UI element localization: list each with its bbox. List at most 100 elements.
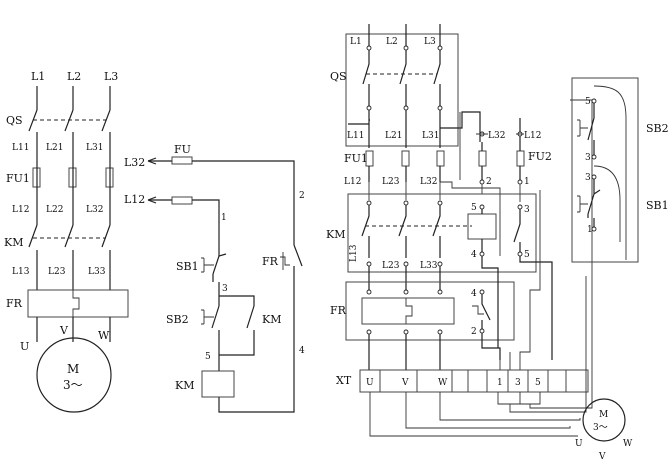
fuse-out-label-l32: L32 <box>86 205 103 215</box>
fr-label: FR <box>6 297 23 310</box>
wiring-fuse-out-l23: L23 <box>382 177 400 187</box>
fu1-label: FU1 <box>6 172 30 185</box>
wiring-motor-spec: 3～ <box>593 423 608 433</box>
wiring-xt-outgoing <box>369 392 581 437</box>
phase-label-l2: L2 <box>67 70 81 83</box>
wiring-km-label: KM <box>326 228 345 241</box>
wiring-ctrl-node-2: 2 <box>486 177 492 187</box>
phase-label-l1: L1 <box>31 70 45 83</box>
wiring-km-enclosure <box>347 193 537 273</box>
qs-isolator-switch <box>28 109 111 132</box>
coil-label: KM <box>175 379 194 392</box>
wiring-fr-contact <box>481 294 491 329</box>
station-sb1 <box>577 179 601 227</box>
sb1-label: SB1 <box>176 260 199 273</box>
control-fuse-fu <box>171 156 193 165</box>
control-fuse-2 <box>171 196 193 205</box>
qs-enclosure <box>345 33 459 147</box>
wiring-ctrl-feeds <box>348 111 521 142</box>
button-station <box>571 77 639 263</box>
xt-cell-u: U <box>366 378 374 388</box>
wiring-fuse-out-l12: L12 <box>344 177 361 187</box>
wiring-out-l12: L12 <box>524 131 541 141</box>
wiring-out-l31: L31 <box>422 131 439 141</box>
wiring-fr-element <box>361 297 455 325</box>
wiring-fr-node-2: 2 <box>471 327 477 337</box>
line-out-label-l31: L31 <box>86 143 103 153</box>
km-holding-label: KM <box>262 313 281 326</box>
sb2-start-button <box>201 305 220 329</box>
feed-label-l32: L32 <box>124 156 145 169</box>
wire-l32 <box>148 160 295 245</box>
xt-cell-3: 3 <box>515 378 521 388</box>
wiring-km-node-3: 3 <box>524 205 530 215</box>
wiring-out-l21: L21 <box>385 131 402 141</box>
motor-term-u: U <box>20 340 29 353</box>
wiring-phase-l1: L1 <box>350 37 362 47</box>
wiring-fu2-label: FU2 <box>528 150 552 163</box>
wiring-km-node-4: 4 <box>471 250 477 260</box>
phase-lines <box>36 86 111 290</box>
km-out-label-l23: L23 <box>48 267 66 277</box>
station-sb2 <box>577 103 595 155</box>
line-out-label-l21: L21 <box>46 143 63 153</box>
xt-cell-w: W <box>438 378 448 388</box>
xt-terminal-block <box>359 369 589 393</box>
station-node-5: 5 <box>585 97 591 107</box>
wiring-motor-v: V <box>598 452 606 462</box>
line-out-label-l11: L11 <box>12 143 29 153</box>
km-out-label-l13: L13 <box>12 267 30 277</box>
wiring-km-contacts <box>361 205 441 258</box>
wiring-fr-label: FR <box>330 304 347 317</box>
wiring-out-l11: L11 <box>347 131 364 141</box>
qs-label: QS <box>6 114 23 127</box>
station-node-1: 1 <box>587 225 593 235</box>
wiring-fu1-label: FU1 <box>344 152 368 165</box>
xt-cell-5: 5 <box>535 378 541 388</box>
fu1-fuses <box>32 162 114 190</box>
station-sb2-label: SB2 <box>646 122 669 135</box>
km-coil <box>201 370 235 398</box>
wiring-qs-blades <box>362 50 441 106</box>
node-5: 5 <box>205 352 211 362</box>
control-circuit: L32 L12 FU 1 2 SB1 3 SB2 KM 5 <box>124 143 305 413</box>
fr-overload-contact <box>280 244 303 272</box>
wiring-motor-m: M <box>599 410 608 420</box>
feed-label-l12: L12 <box>124 193 145 206</box>
km-main-contacts <box>28 224 111 248</box>
wiring-km-node-5a: 5 <box>471 203 477 213</box>
node-1: 1 <box>221 213 227 223</box>
power-schematic: L1 L2 L3 QS L11 L21 L31 FU1 L12 L22 L32 <box>4 70 129 413</box>
wiring-km-out-l33: L33 <box>420 261 438 271</box>
station-node-3b: 3 <box>585 173 591 183</box>
wiring-phase-l3: L3 <box>424 37 436 47</box>
node-3: 3 <box>222 284 228 294</box>
motor-label: M <box>67 362 79 376</box>
wiring-fr-enclosure <box>345 281 515 341</box>
fr-contact-label: FR <box>262 255 279 268</box>
motor-spec: 3～ <box>63 378 83 392</box>
wiring-diagram: L1 L2 L3 QS L11 L21 L31 L32 L12 <box>326 24 669 462</box>
wiring-motor <box>582 398 626 442</box>
km-main-label: KM <box>4 236 23 249</box>
motor-term-w: W <box>98 329 110 342</box>
station-sb1-label: SB1 <box>646 199 669 212</box>
node-4: 4 <box>299 346 305 356</box>
wiring-ctrl-node-1: 1 <box>524 177 530 187</box>
wire-start-branch <box>218 292 255 356</box>
wiring-phase-l2: L2 <box>386 37 398 47</box>
wire-coil <box>218 272 295 413</box>
xt-cell-1: 1 <box>497 378 503 388</box>
motor-circle <box>36 337 112 413</box>
control-fuse-label: FU <box>174 143 191 156</box>
km-holding-contact <box>246 305 255 329</box>
xt-cell-v: V <box>401 378 409 388</box>
wiring-fuses <box>365 142 525 182</box>
sb1-stop-button <box>201 253 227 292</box>
sb2-label: SB2 <box>166 313 189 326</box>
node-2: 2 <box>299 191 305 201</box>
wiring-km-vertical-l13: L13 <box>349 244 359 262</box>
wiring-qs-label: QS <box>330 70 347 83</box>
wiring-km-aux <box>481 209 521 252</box>
